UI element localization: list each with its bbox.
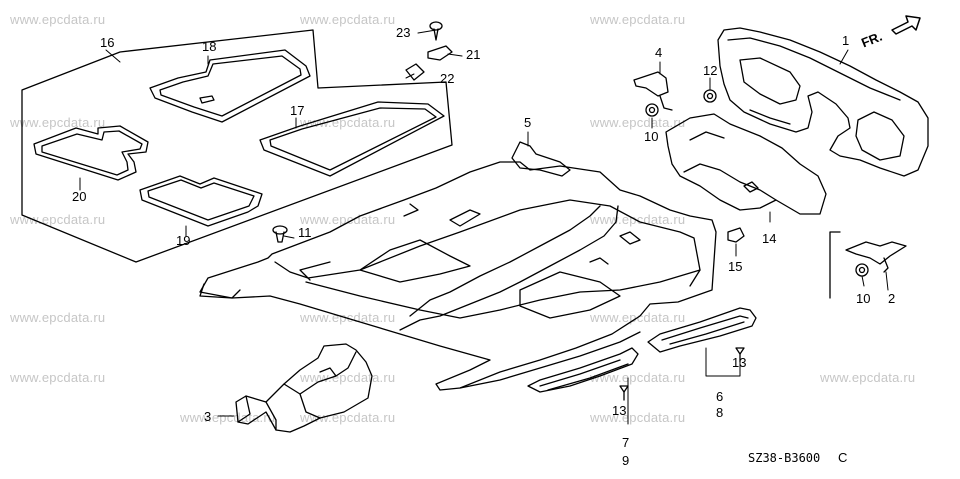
watermark-text: www.epcdata.ru bbox=[10, 212, 106, 227]
callout-5: 5 bbox=[524, 115, 532, 130]
callout-21: 21 bbox=[466, 47, 481, 62]
floor-carpet bbox=[199, 161, 717, 391]
nut-10-inset bbox=[855, 263, 869, 277]
callout-10-inset: 10 bbox=[856, 291, 871, 306]
inset-bracket-panel bbox=[829, 231, 907, 299]
clip-12 bbox=[703, 89, 717, 103]
watermark-text: www.epcdata.ru bbox=[10, 370, 106, 385]
side-sill-left bbox=[527, 347, 639, 393]
callout-11: 11 bbox=[298, 225, 312, 240]
callout-2: 2 bbox=[888, 291, 896, 306]
callout-10: 10 bbox=[644, 129, 659, 144]
front-direction-arrow bbox=[891, 15, 921, 35]
callout-20: 20 bbox=[72, 189, 87, 204]
watermark-text: www.epcdata.ru bbox=[10, 115, 106, 130]
duct-panel-14 bbox=[665, 113, 827, 215]
watermark-text: www.epcdata.ru bbox=[590, 370, 686, 385]
diagram-code: SZ38-B3600 bbox=[748, 451, 821, 465]
watermark-text: www.epcdata.ru bbox=[590, 12, 686, 27]
watermark-text: www.epcdata.ru bbox=[10, 12, 106, 27]
callout-9: 9 bbox=[622, 453, 630, 468]
callout-12: 12 bbox=[703, 63, 718, 78]
heater-duct-3 bbox=[235, 343, 373, 433]
callout-14: 14 bbox=[762, 231, 777, 246]
callout-7: 7 bbox=[622, 435, 630, 450]
floor-mat-driver bbox=[149, 49, 311, 123]
floor-mat-rear-center bbox=[259, 101, 445, 177]
callout-17: 17 bbox=[290, 103, 305, 118]
clip-11 bbox=[272, 225, 288, 243]
clip-21 bbox=[427, 45, 453, 61]
watermark-text: www.epcdata.ru bbox=[590, 212, 686, 227]
callout-16: 16 bbox=[100, 35, 115, 50]
callout-6: 6 bbox=[716, 389, 724, 404]
watermark-text: www.epcdata.ru bbox=[10, 310, 106, 325]
bracket-4 bbox=[633, 71, 673, 111]
callout-8: 8 bbox=[716, 405, 724, 420]
clip-13a bbox=[735, 347, 745, 363]
watermark-text: www.epcdata.ru bbox=[590, 410, 686, 425]
callout-3: 3 bbox=[204, 409, 212, 424]
watermark-text: www.epcdata.ru bbox=[300, 212, 396, 227]
watermark-text: www.epcdata.ru bbox=[300, 310, 396, 325]
watermark-text: www.epcdata.ru bbox=[300, 410, 396, 425]
floor-mat-passenger bbox=[33, 125, 149, 181]
nut-10 bbox=[645, 103, 659, 117]
callout-13-left: 13 bbox=[612, 403, 627, 418]
floor-mat-set-outline bbox=[21, 29, 453, 263]
callout-1: 1 bbox=[842, 33, 850, 48]
side-sill-right bbox=[647, 307, 757, 353]
callout-15: 15 bbox=[728, 259, 743, 274]
leader-lines bbox=[79, 29, 889, 425]
callout-18: 18 bbox=[202, 39, 217, 54]
callout-19: 19 bbox=[176, 233, 191, 248]
diagram-code-suffix: C bbox=[838, 450, 848, 465]
floor-mat-rear-side bbox=[139, 175, 263, 227]
callout-23: 23 bbox=[396, 25, 411, 40]
callout-4: 4 bbox=[655, 45, 663, 60]
watermark-text: www.epcdata.ru bbox=[590, 115, 686, 130]
clip-13b bbox=[619, 385, 629, 401]
clip-22 bbox=[405, 63, 425, 81]
watermark-text: www.epcdata.ru bbox=[820, 370, 916, 385]
bracket-5 bbox=[511, 141, 571, 177]
watermark-text: www.epcdata.ru bbox=[300, 12, 396, 27]
dashboard-lower-trim bbox=[717, 27, 929, 177]
clip-15 bbox=[727, 227, 745, 243]
callout-22: 22 bbox=[440, 71, 455, 86]
callout-13-right: 13 bbox=[732, 355, 747, 370]
